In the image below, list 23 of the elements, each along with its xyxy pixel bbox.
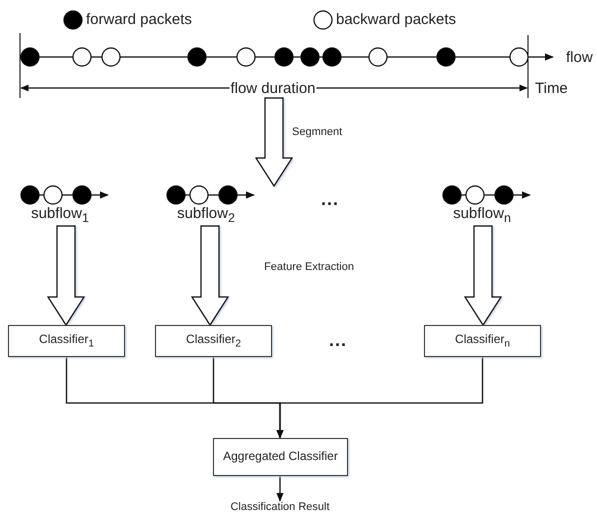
dimension-label: flow duration bbox=[229, 81, 317, 96]
arrow bbox=[190, 225, 230, 326]
subflow-label: subflow$_{n}$ bbox=[452, 206, 512, 226]
ellipsis: ... bbox=[321, 190, 339, 208]
arrow bbox=[46, 225, 86, 326]
legend-label: backward packets bbox=[336, 12, 456, 27]
subflow-label: subflow$_{1}$ bbox=[30, 206, 90, 226]
arrow bbox=[276, 476, 284, 502]
subflow-label: subflow$_{2}$ bbox=[176, 206, 236, 226]
axis-label: flow bbox=[566, 50, 593, 65]
axis-label: Time bbox=[535, 81, 568, 96]
process-box: Aggregated Classifier bbox=[213, 438, 348, 476]
arrow bbox=[464, 225, 502, 326]
process-box: Classifier$_{1}$ bbox=[8, 325, 125, 357]
result-text: Classification Result bbox=[200, 501, 360, 515]
arrow bbox=[276, 357, 484, 439]
edge-label: Segmnent bbox=[292, 127, 342, 138]
ellipsis: ... bbox=[329, 331, 347, 349]
step-label: Feature Extraction bbox=[264, 262, 354, 273]
legend-label: forward packets bbox=[86, 12, 192, 27]
arrow bbox=[254, 97, 294, 188]
process-box: Classifier$_{2}$ bbox=[155, 325, 272, 357]
process-box: Classifier$_{n}$ bbox=[424, 325, 541, 357]
